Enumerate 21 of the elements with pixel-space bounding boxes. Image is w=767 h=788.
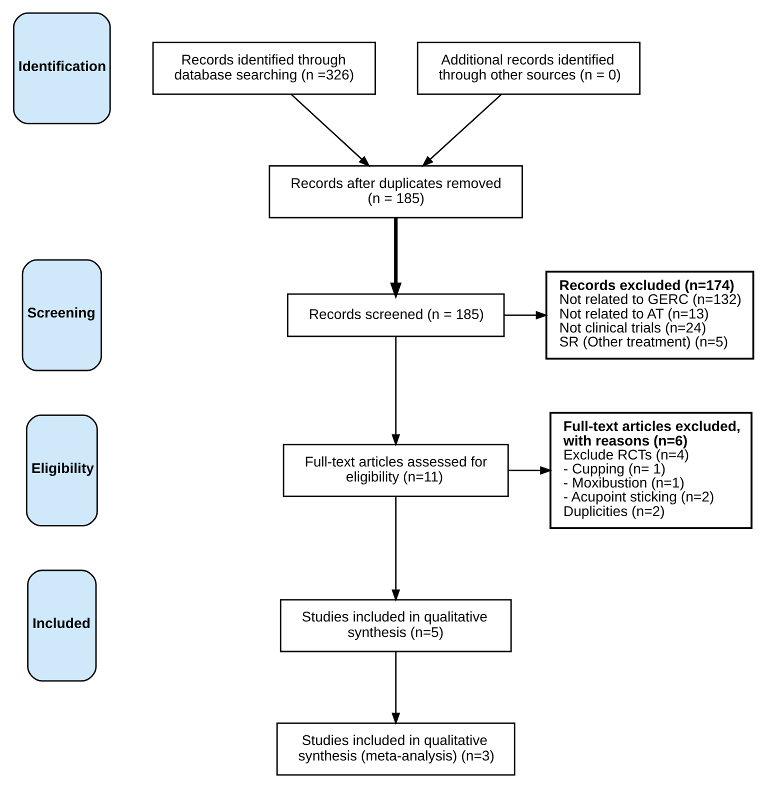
arrow xyxy=(508,466,552,475)
node-box: Records screened (n = 185) xyxy=(286,293,505,338)
arrow xyxy=(392,336,400,446)
node-box: Full-text articles assessed for eligibility (n=11) xyxy=(282,444,509,497)
node-box: Screening xyxy=(22,259,102,372)
node-box: Additional records identified through other sources (n = 0) xyxy=(416,42,641,95)
arrow xyxy=(392,652,400,725)
arrow xyxy=(390,218,402,300)
node-box: Records excluded (n=174) Not related to GERC (n=132) Not related to AT (n=13) Not clinical trials (n=24) SR (Other treatment) (n=5) xyxy=(545,270,754,360)
arrow xyxy=(504,310,548,320)
arrow xyxy=(290,94,370,168)
node-box: Records identified through database searching (n =326) xyxy=(152,42,376,95)
node-box: Records after duplicates removed (n = 185) xyxy=(268,165,523,218)
node-box: Studies included in qualitative synthesis (meta-analysis) (n=3) xyxy=(276,722,516,776)
node-box: Full-text articles excluded, with reasons (n=6) Exclude RCTs (n=4) - Cupping (n= 1) - Moxibustion (n=1) - Acupoint sticking (n=2) Duplicities (n=2) xyxy=(550,412,752,529)
arrow xyxy=(421,94,502,168)
node-box: Included xyxy=(27,570,97,682)
node-box: Identification xyxy=(13,12,111,124)
arrow xyxy=(392,496,400,602)
node-box: Studies included in qualitative synthesis (n=5) xyxy=(280,599,512,652)
node-box: Eligibility xyxy=(26,414,98,526)
